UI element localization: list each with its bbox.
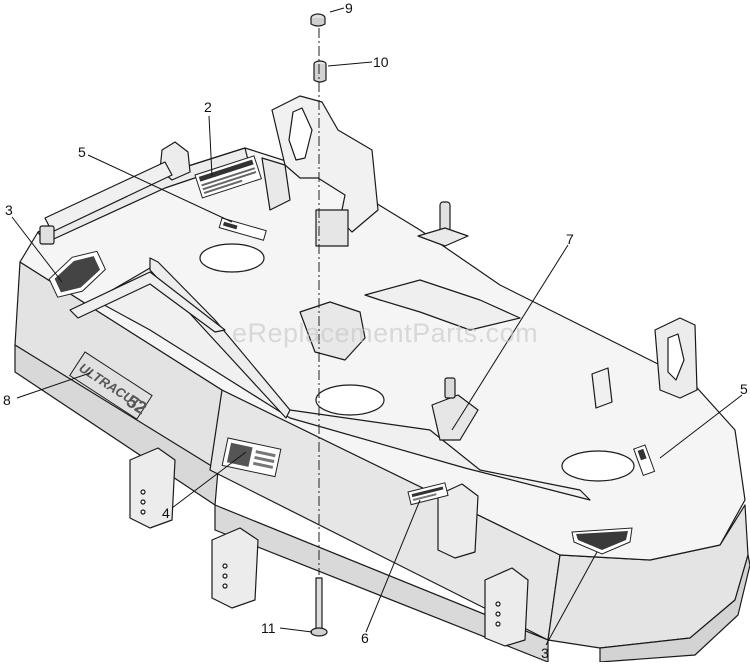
hex-nut	[310, 13, 326, 27]
decal-5-right	[633, 444, 656, 477]
decal-3-front	[571, 527, 633, 555]
front-channel	[69, 271, 226, 333]
callout-6: 6	[361, 630, 369, 646]
hitch-bracket-slot	[288, 107, 313, 161]
spindle-hole-center	[315, 384, 385, 416]
leader-lines	[11, 7, 743, 646]
front-bracket-2	[211, 527, 259, 609]
callout-8: 8	[3, 392, 11, 408]
spacer-bushing	[313, 60, 327, 83]
decal-5-upper	[218, 217, 267, 241]
callout-3-front: 3	[541, 645, 549, 661]
callout-9: 9	[345, 0, 353, 16]
decal-6	[407, 482, 449, 506]
hitch-bracket-lower	[261, 157, 291, 211]
decal-3-left	[48, 250, 107, 298]
decal-4	[221, 437, 282, 478]
callout-10: 10	[373, 54, 389, 70]
left-hitch-tab	[39, 225, 55, 245]
front-bracket-1	[129, 447, 176, 529]
spindle-post	[444, 377, 456, 399]
hitch-gusset	[315, 209, 349, 247]
deck-right-lip	[599, 554, 750, 663]
front-bracket-3	[484, 567, 529, 647]
decal-2	[194, 155, 263, 199]
lift-post-base	[417, 227, 469, 247]
callout-3-left: 3	[5, 202, 13, 218]
right-hanger-slot	[667, 333, 685, 381]
watermark: eReplacementParts.com	[232, 318, 538, 348]
callout-2: 2	[204, 99, 212, 115]
idler-bracket	[364, 279, 521, 331]
slot-bracket	[591, 367, 613, 409]
spindle-hole-right	[561, 450, 635, 482]
callout-11: 11	[261, 620, 276, 636]
front-bracket-4	[437, 483, 479, 559]
callout-5-upper: 5	[78, 144, 86, 160]
idler-arm	[299, 301, 366, 361]
callout-7: 7	[566, 231, 574, 247]
callout-5-right: 5	[740, 381, 748, 397]
spindle-hole-left	[199, 243, 265, 273]
carriage-bolt	[310, 577, 328, 637]
callout-4: 4	[162, 505, 170, 521]
